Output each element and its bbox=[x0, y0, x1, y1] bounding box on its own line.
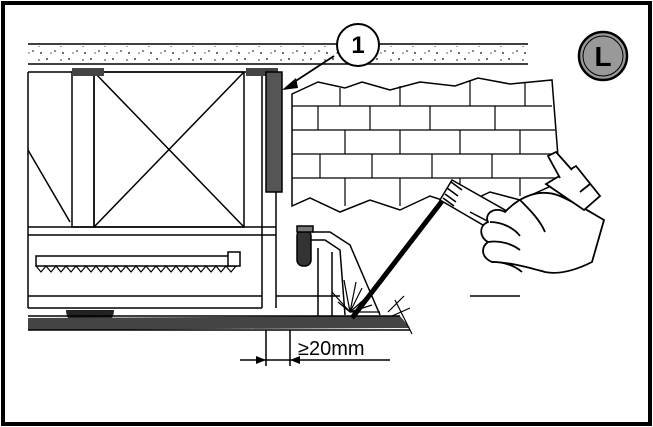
hand bbox=[480, 150, 606, 274]
ground bbox=[28, 315, 410, 331]
dimension-label: ≥20mm bbox=[298, 338, 365, 360]
gear-rack bbox=[35, 251, 241, 273]
panel-letter-badge: L bbox=[577, 30, 629, 82]
top-guide-left bbox=[72, 68, 104, 76]
callout-number: 1 bbox=[351, 32, 364, 59]
gate-stop bbox=[296, 225, 381, 316]
dimension-marker bbox=[240, 330, 390, 366]
ceiling-strip bbox=[28, 43, 528, 65]
brick-wall bbox=[291, 77, 561, 213]
panel-letter: L bbox=[594, 41, 611, 72]
gate-post bbox=[265, 71, 283, 193]
welding-rod bbox=[350, 194, 448, 320]
top-guide-right bbox=[246, 68, 278, 76]
numbered-callout-circle: 1 bbox=[336, 23, 380, 67]
callout-leader bbox=[282, 55, 335, 90]
